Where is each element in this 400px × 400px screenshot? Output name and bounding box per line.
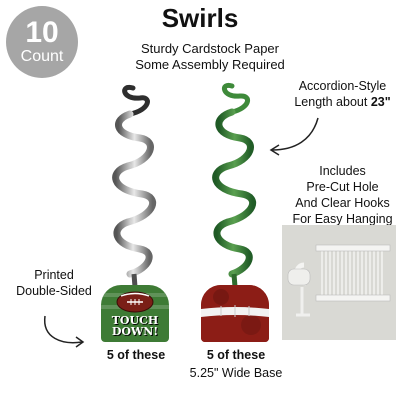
count-number: 10 bbox=[25, 16, 59, 49]
left-swirl bbox=[112, 84, 156, 288]
includes-line-3: And Clear Hooks bbox=[295, 196, 390, 210]
touchdown-text: TOUCH DOWN! bbox=[105, 315, 165, 339]
hooks-image bbox=[282, 225, 396, 340]
left-count-caption: 5 of these bbox=[106, 348, 166, 362]
subtitle-line-2: Some Assembly Required bbox=[135, 57, 285, 72]
subtitle-line-1: Sturdy Cardstock Paper bbox=[140, 41, 279, 56]
count-badge: 10 Count bbox=[6, 6, 78, 78]
accordion-note-line-2: Length about 23" bbox=[285, 94, 400, 110]
product-title: Swirls bbox=[161, 3, 239, 33]
accordion-note-line-1: Accordion-Style bbox=[298, 79, 387, 93]
printed-line-1: Printed bbox=[34, 268, 74, 282]
includes-note: Includes Pre-Cut Hole And Clear Hooks Fo… bbox=[285, 163, 400, 227]
count-label: Count bbox=[20, 48, 64, 65]
right-swirl-base bbox=[201, 285, 269, 342]
hooks-photo bbox=[282, 225, 396, 340]
length-value: 23" bbox=[370, 95, 391, 109]
accordion-arrow-icon bbox=[269, 117, 319, 156]
accordion-note: Accordion-Style Length about 23" bbox=[285, 78, 400, 110]
includes-line-1: Includes bbox=[319, 164, 366, 178]
touchdown-line-2: DOWN! bbox=[111, 325, 159, 338]
printed-arrow-icon bbox=[44, 315, 85, 348]
football-icon bbox=[116, 291, 154, 313]
right-count-caption: 5 of these bbox=[206, 348, 266, 362]
right-swirl bbox=[212, 82, 256, 288]
base-width-label: 5.25" Wide Base bbox=[189, 366, 283, 380]
length-prefix: Length about bbox=[294, 95, 371, 109]
printed-line-2: Double-Sided bbox=[16, 284, 92, 298]
football-texture-icon bbox=[201, 285, 269, 342]
touchdown-line-1: TOUCH bbox=[111, 314, 159, 327]
printed-note: Printed Double-Sided bbox=[4, 267, 104, 299]
includes-line-2: Pre-Cut Hole bbox=[306, 180, 379, 194]
includes-line-4: For Easy Hanging bbox=[292, 212, 393, 226]
left-swirl-base: TOUCH DOWN! bbox=[101, 285, 169, 342]
